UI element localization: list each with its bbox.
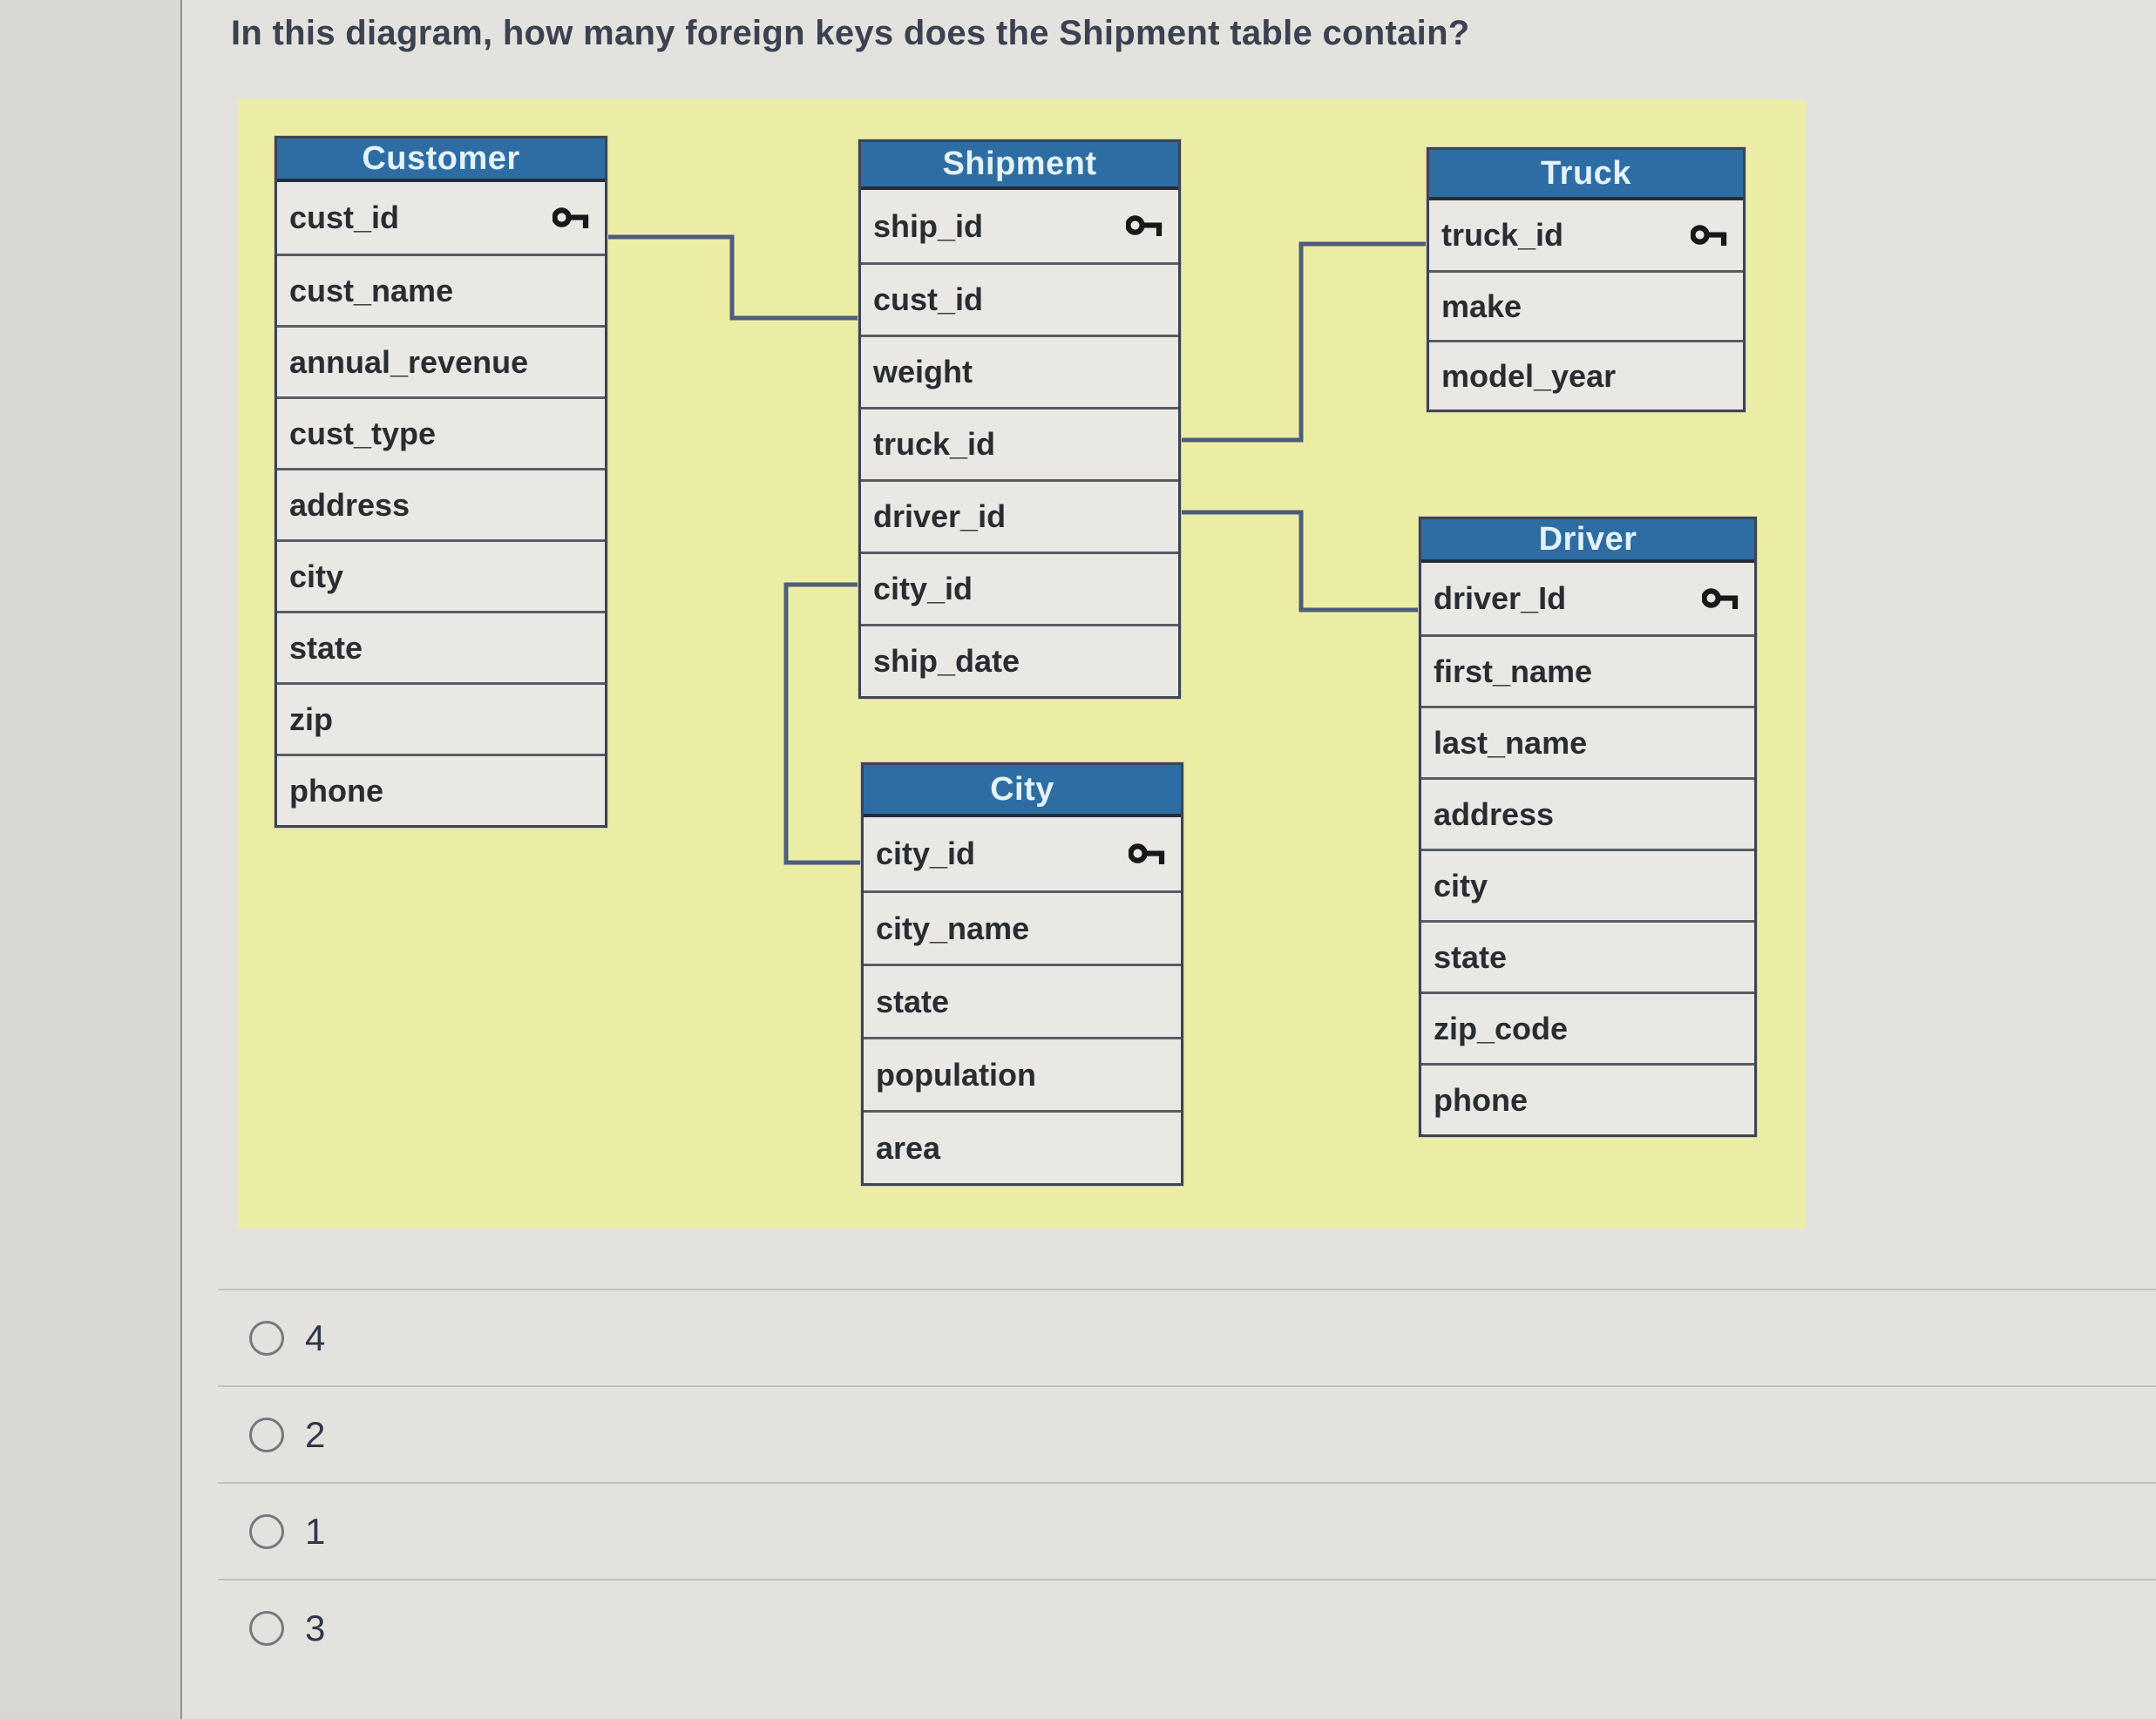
field-name: address [289, 486, 410, 523]
field-name: city [289, 558, 344, 594]
options-list: 4 2 1 3 [218, 1289, 2156, 1675]
field-row-city: city [277, 539, 605, 611]
field-name: cust_id [873, 281, 984, 317]
radio-button[interactable] [249, 1320, 284, 1356]
field-row-zip_code: zip_code [1421, 991, 1754, 1063]
field-name: driver_Id [1434, 580, 1567, 616]
option-label: 4 [305, 1316, 326, 1358]
option-label: 3 [305, 1607, 326, 1648]
radio-button[interactable] [249, 1513, 284, 1549]
field-name: ship_date [873, 643, 1020, 679]
field-row-city_name: city_name [864, 890, 1181, 964]
field-row-cust_id: cust_id [861, 262, 1178, 335]
option-row-1[interactable]: 1 [218, 1482, 2156, 1579]
field-row-city_id: city_id [861, 552, 1178, 624]
field-name: state [289, 629, 363, 666]
field-name: cust_type [289, 415, 437, 451]
field-name: cust_name [289, 272, 454, 308]
field-row-truck_id: truck_id [1429, 200, 1743, 270]
table-title-truck: Truck [1429, 150, 1743, 200]
field-row-state: state [1421, 920, 1754, 991]
field-name: cust_id [289, 200, 400, 235]
field-name: phone [289, 772, 383, 809]
field-name: city_id [876, 836, 976, 871]
table-title-driver: Driver [1421, 519, 1754, 563]
field-row-first_name: first_name [1421, 634, 1754, 706]
field-row-address: address [1421, 777, 1754, 849]
field-row-truck_id: truck_id [861, 407, 1178, 479]
field-name: truck_id [873, 426, 996, 462]
field-name: state [1434, 938, 1508, 975]
option-label: 1 [305, 1510, 326, 1552]
field-row-address: address [277, 468, 605, 539]
field-name: population [876, 1056, 1036, 1093]
field-row-city: city [1421, 849, 1754, 920]
field-row-area: area [864, 1110, 1181, 1183]
key-icon [1702, 587, 1739, 609]
field-row-state: state [277, 611, 605, 682]
field-name: city_name [876, 910, 1030, 946]
field-row-driver_id: driver_Id [1421, 563, 1754, 634]
field-row-annual_revenue: annual_revenue [277, 325, 605, 396]
table-title-city: City [864, 765, 1181, 817]
field-row-ship_date: ship_date [861, 624, 1178, 696]
key-icon [1129, 843, 1165, 864]
field-row-last_name: last_name [1421, 706, 1754, 777]
option-row-3[interactable]: 3 [218, 1579, 2156, 1675]
field-name: zip_code [1434, 1010, 1569, 1046]
field-row-cust_name: cust_name [277, 254, 605, 325]
field-row-phone: phone [1421, 1063, 1754, 1134]
option-label: 2 [305, 1413, 326, 1455]
field-name: make [1441, 288, 1522, 324]
field-row-zip: zip [277, 682, 605, 754]
field-row-population: population [864, 1037, 1181, 1110]
option-row-2[interactable]: 2 [218, 1385, 2156, 1482]
field-name: weight [873, 354, 973, 389]
field-row-ship_id: ship_id [861, 190, 1178, 262]
field-row-driver_id: driver_id [861, 479, 1178, 552]
field-name: truck_id [1441, 217, 1564, 253]
field-name: city [1434, 867, 1488, 903]
field-row-state: state [864, 964, 1181, 1037]
key-icon [553, 206, 589, 228]
field-row-cust_type: cust_type [277, 396, 605, 468]
field-name: zip [289, 700, 333, 737]
field-name: address [1434, 795, 1555, 832]
field-name: ship_id [873, 207, 984, 244]
field-name: driver_id [873, 498, 1007, 534]
field-row-city_id: city_id [864, 817, 1181, 890]
field-name: phone [1434, 1081, 1528, 1118]
field-name: model_year [1441, 357, 1617, 394]
field-row-weight: weight [861, 335, 1178, 407]
table-title-customer: Customer [277, 139, 605, 182]
key-icon [1126, 215, 1163, 236]
radio-button[interactable] [249, 1417, 284, 1452]
option-row-4[interactable]: 4 [218, 1289, 2156, 1385]
question-text: In this diagram, how many foreign keys d… [231, 14, 1470, 52]
field-name: last_name [1434, 724, 1588, 761]
table-title-shipment: Shipment [861, 142, 1178, 190]
field-row-make: make [1429, 270, 1743, 340]
field-name: area [876, 1129, 941, 1166]
radio-button[interactable] [249, 1610, 284, 1646]
key-icon [1691, 224, 1727, 246]
field-row-cust_id: cust_id [277, 182, 605, 254]
field-name: state [876, 983, 950, 1019]
field-name: first_name [1434, 653, 1593, 689]
field-name: city_id [873, 571, 973, 606]
field-name: annual_revenue [289, 343, 529, 380]
field-row-phone: phone [277, 754, 605, 825]
field-row-model_year: model_year [1429, 340, 1743, 409]
